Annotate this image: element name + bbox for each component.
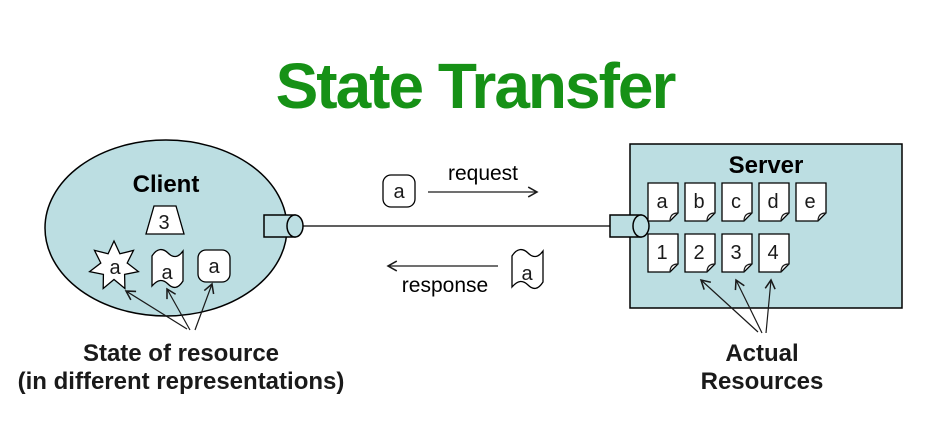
server-zone-label: Server <box>729 152 804 179</box>
server-caption-arrows <box>699 278 776 334</box>
client-rounded-square-shape: a <box>197 249 231 283</box>
client-wavy-document-shape: a <box>151 248 184 289</box>
client-zone-label: Client <box>133 171 200 198</box>
star-label: a <box>109 257 121 279</box>
resource-doc-label: 3 <box>730 242 741 264</box>
client-caption-line1: State of resource <box>83 340 279 367</box>
server-resource-docs: 1 2 3 4 <box>647 233 790 273</box>
server-representation-docs: a b c d e <box>647 182 827 222</box>
client-caption-arrows <box>124 282 215 331</box>
resource-doc-label: d <box>767 191 778 213</box>
resource-doc-label: a <box>656 191 668 213</box>
client-caption-line2: (in different representations) <box>18 368 345 395</box>
resource-doc: 3 <box>721 233 753 273</box>
response-label: response <box>402 274 488 297</box>
server-caption-line2: Resources <box>701 368 824 395</box>
client-star-shape: a <box>88 239 140 290</box>
resource-doc-label: b <box>693 191 704 213</box>
resource-doc-label: c <box>731 191 741 213</box>
request-label: request <box>448 162 518 185</box>
page-title: State Transfer <box>276 50 676 122</box>
resource-doc-label: 2 <box>693 242 704 264</box>
client-pipe-icon <box>263 214 304 238</box>
resource-doc: b <box>684 182 716 222</box>
resource-doc: a <box>647 182 679 222</box>
resource-doc: c <box>721 182 753 222</box>
client-trapezoid-shape: 3 <box>145 205 185 235</box>
trapezoid-label: 3 <box>158 212 169 234</box>
rounded-square-label: a <box>208 256 220 278</box>
resource-doc: e <box>795 182 827 222</box>
resource-doc-label: e <box>804 191 815 213</box>
resource-doc: 2 <box>684 233 716 273</box>
resource-doc-label: 1 <box>656 242 667 264</box>
response-message-doc: a <box>511 248 544 290</box>
resource-doc: 4 <box>758 233 790 273</box>
request-message-label: a <box>393 181 405 203</box>
wavy-document-label: a <box>161 262 173 284</box>
server-caption-line1: Actual <box>725 340 798 367</box>
resource-doc: 1 <box>647 233 679 273</box>
request-message-box: a <box>382 174 416 208</box>
response-message-label: a <box>521 263 533 285</box>
resource-doc-label: 4 <box>767 242 778 264</box>
server-pipe-icon <box>609 214 650 238</box>
resource-doc: d <box>758 182 790 222</box>
